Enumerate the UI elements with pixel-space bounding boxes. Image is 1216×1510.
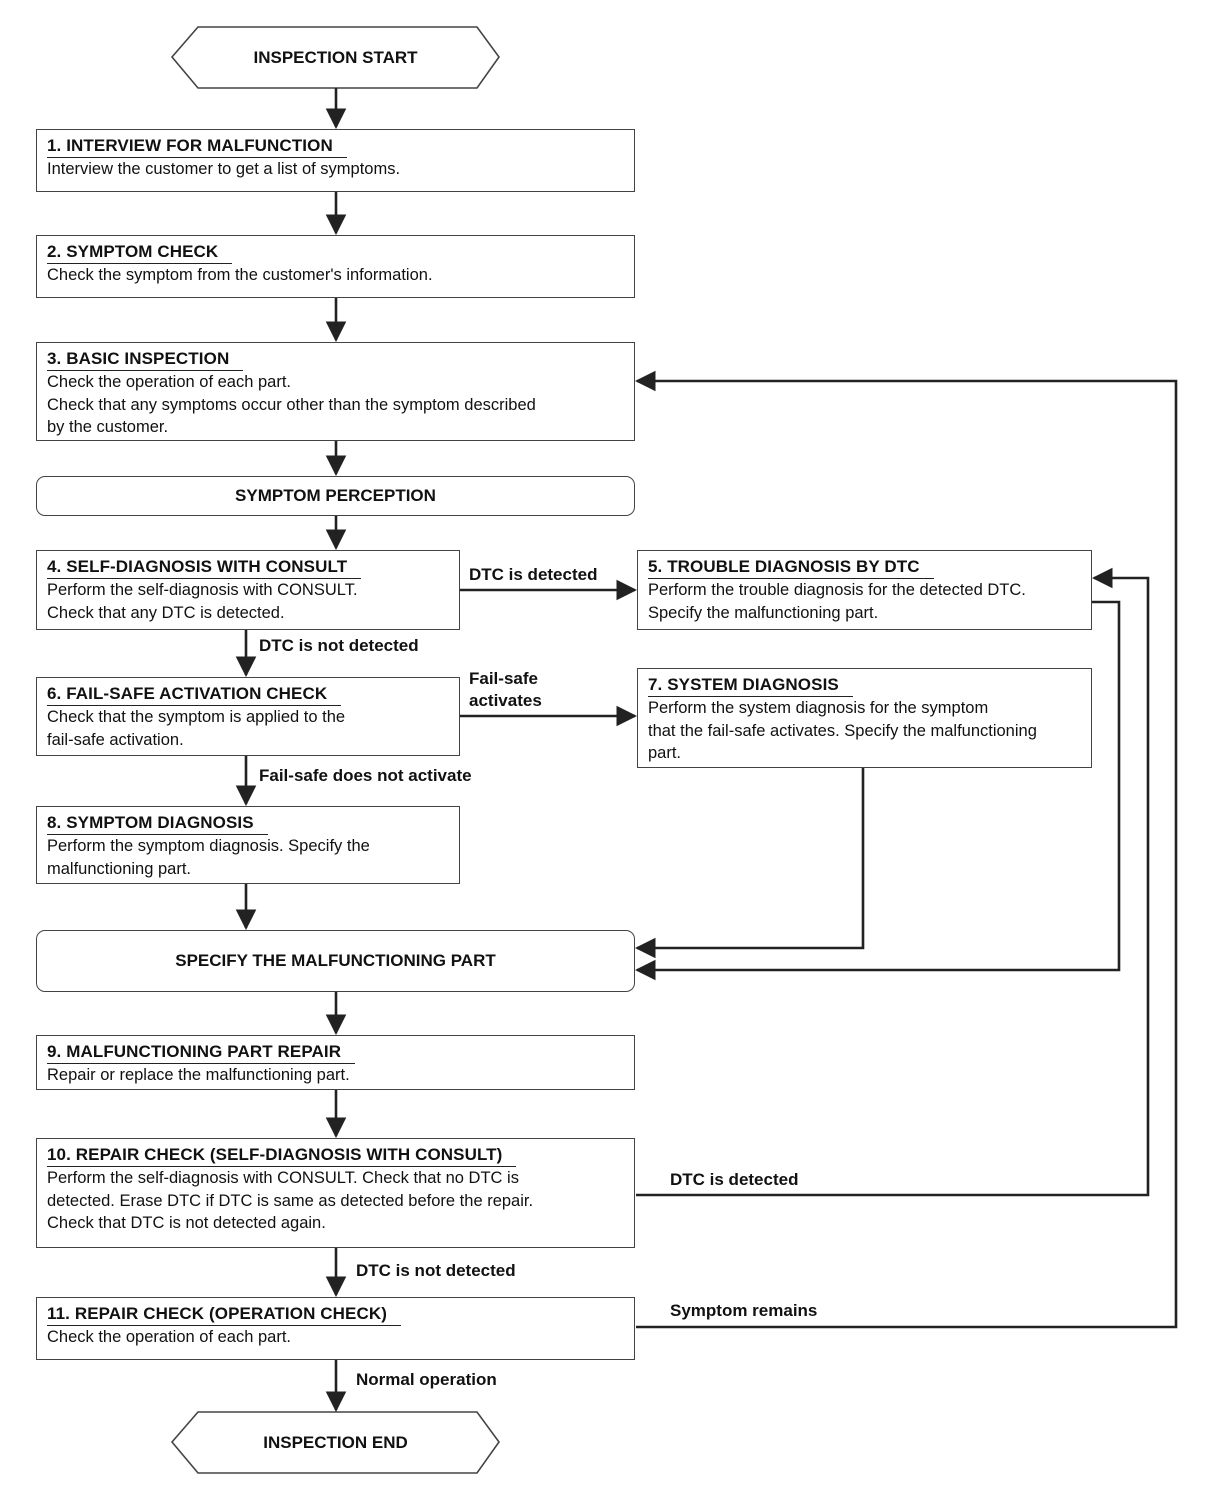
step-8-line-2: malfunctioning part. (47, 859, 191, 878)
arrow-5-to-specify (634, 600, 1121, 981)
step-11-title: 11. REPAIR CHECK (OPERATION CHECK) (47, 1304, 401, 1326)
step-10-line-2: detected. Erase DTC if DTC is same as de… (47, 1191, 534, 1210)
step-3-line-3: by the customer. (47, 418, 169, 436)
step-4-box: 4. SELF-DIAGNOSIS WITH CONSULT Perform t… (36, 550, 460, 630)
step-3-title: 3. BASIC INSPECTION (47, 349, 244, 371)
step-10-line-3: Check that DTC is not detected again. (47, 1214, 326, 1232)
step-5-title: 5. TROUBLE DIAGNOSIS BY DTC (648, 557, 934, 579)
label-failsafe-activates-line-1: Fail-safe (469, 669, 538, 688)
step-5-line-1: Perform the trouble diagnosis for the de… (648, 581, 1026, 599)
step-7-line-3: part. (648, 744, 682, 762)
arrow-10-to-5 (636, 567, 1150, 1197)
step-10-line-1: Perform the self-diagnosis with CONSULT.… (47, 1169, 519, 1187)
arrow-7-to-specify (634, 768, 865, 959)
step-2-box: 2. SYMPTOM CHECK Check the symptom from … (36, 235, 635, 298)
label-normal-operation: Normal operation (356, 1370, 497, 1389)
step-3-line-1: Check the operation of each part. (47, 373, 291, 391)
step-11-box: 11. REPAIR CHECK (OPERATION CHECK) Check… (36, 1297, 635, 1360)
label-dtc-not-detected-from-10: DTC is not detected (356, 1261, 516, 1280)
step-4-title: 4. SELF-DIAGNOSIS WITH CONSULT (47, 557, 362, 579)
step-2-line-1: Check the symptom from the customer's in… (47, 266, 433, 284)
step-7-box: 7. SYSTEM DIAGNOSIS Perform the system d… (637, 668, 1092, 768)
step-6-line-1: Check that the symptom is applied to the (47, 708, 346, 726)
step-9-line-1: Repair or replace the malfunctioning par… (47, 1066, 350, 1084)
step-8-title: 8. SYMPTOM DIAGNOSIS (47, 813, 268, 835)
step-9-title: 9. MALFUNCTIONING PART REPAIR (47, 1042, 356, 1064)
symptom-perception: SYMPTOM PERCEPTION (36, 476, 635, 516)
label-failsafe-activates-line-2: activates (469, 691, 542, 710)
end-terminator-shape (170, 1411, 500, 1474)
step-7-line-1: Perform the system diagnosis for the sym… (648, 699, 989, 717)
start-terminator-shape (170, 26, 500, 89)
step-4-line-2: Check that any DTC is detected. (47, 603, 285, 622)
step-10-box: 10. REPAIR CHECK (SELF-DIAGNOSIS WITH CO… (36, 1138, 635, 1248)
step-8-line-1: Perform the symptom diagnosis. Specify t… (47, 837, 370, 855)
step-5-line-2: Specify the malfunctioning part. (648, 603, 879, 622)
inspection-start-label: INSPECTION START (253, 47, 418, 67)
step-9-box: 9. MALFUNCTIONING PART REPAIR Repair or … (36, 1035, 635, 1090)
step-3-box: 3. BASIC INSPECTION Check the operation … (36, 342, 635, 441)
step-8-box: 8. SYMPTOM DIAGNOSIS Perform the symptom… (36, 806, 460, 884)
label-dtc-not-detected-from-4: DTC is not detected (259, 636, 419, 655)
step-11-line-1: Check the operation of each part. (47, 1328, 291, 1346)
label-dtc-detected-from-4: DTC is detected (469, 565, 598, 584)
step-1-title: 1. INTERVIEW FOR MALFUNCTION (47, 136, 347, 158)
step-4-line-1: Perform the self-diagnosis with CONSULT. (47, 581, 358, 599)
step-3-line-2: Check that any symptoms occur other than… (47, 395, 536, 414)
step-6-line-2: fail-safe activation. (47, 730, 184, 749)
label-symptom-remains: Symptom remains (670, 1301, 818, 1320)
step-7-line-2: that the fail-safe activates. Specify th… (648, 721, 1037, 740)
specify-malfunctioning-part: SPECIFY THE MALFUNCTIONING PART (36, 930, 635, 992)
step-10-title: 10. REPAIR CHECK (SELF-DIAGNOSIS WITH CO… (47, 1145, 517, 1167)
arrow-11-to-3 (634, 370, 1178, 1329)
label-failsafe-not-activate: Fail-safe does not activate (259, 766, 472, 785)
step-1-box: 1. INTERVIEW FOR MALFUNCTION Interview t… (36, 129, 635, 192)
step-6-box: 6. FAIL-SAFE ACTIVATION CHECK Check that… (36, 677, 460, 756)
step-7-title: 7. SYSTEM DIAGNOSIS (648, 675, 853, 697)
inspection-end-label: INSPECTION END (263, 1432, 408, 1452)
step-1-line-1: Interview the customer to get a list of … (47, 160, 401, 178)
step-2-title: 2. SYMPTOM CHECK (47, 242, 233, 264)
step-6-title: 6. FAIL-SAFE ACTIVATION CHECK (47, 684, 342, 706)
step-5-box: 5. TROUBLE DIAGNOSIS BY DTC Perform the … (637, 550, 1092, 630)
label-dtc-detected-from-10: DTC is detected (670, 1170, 799, 1189)
